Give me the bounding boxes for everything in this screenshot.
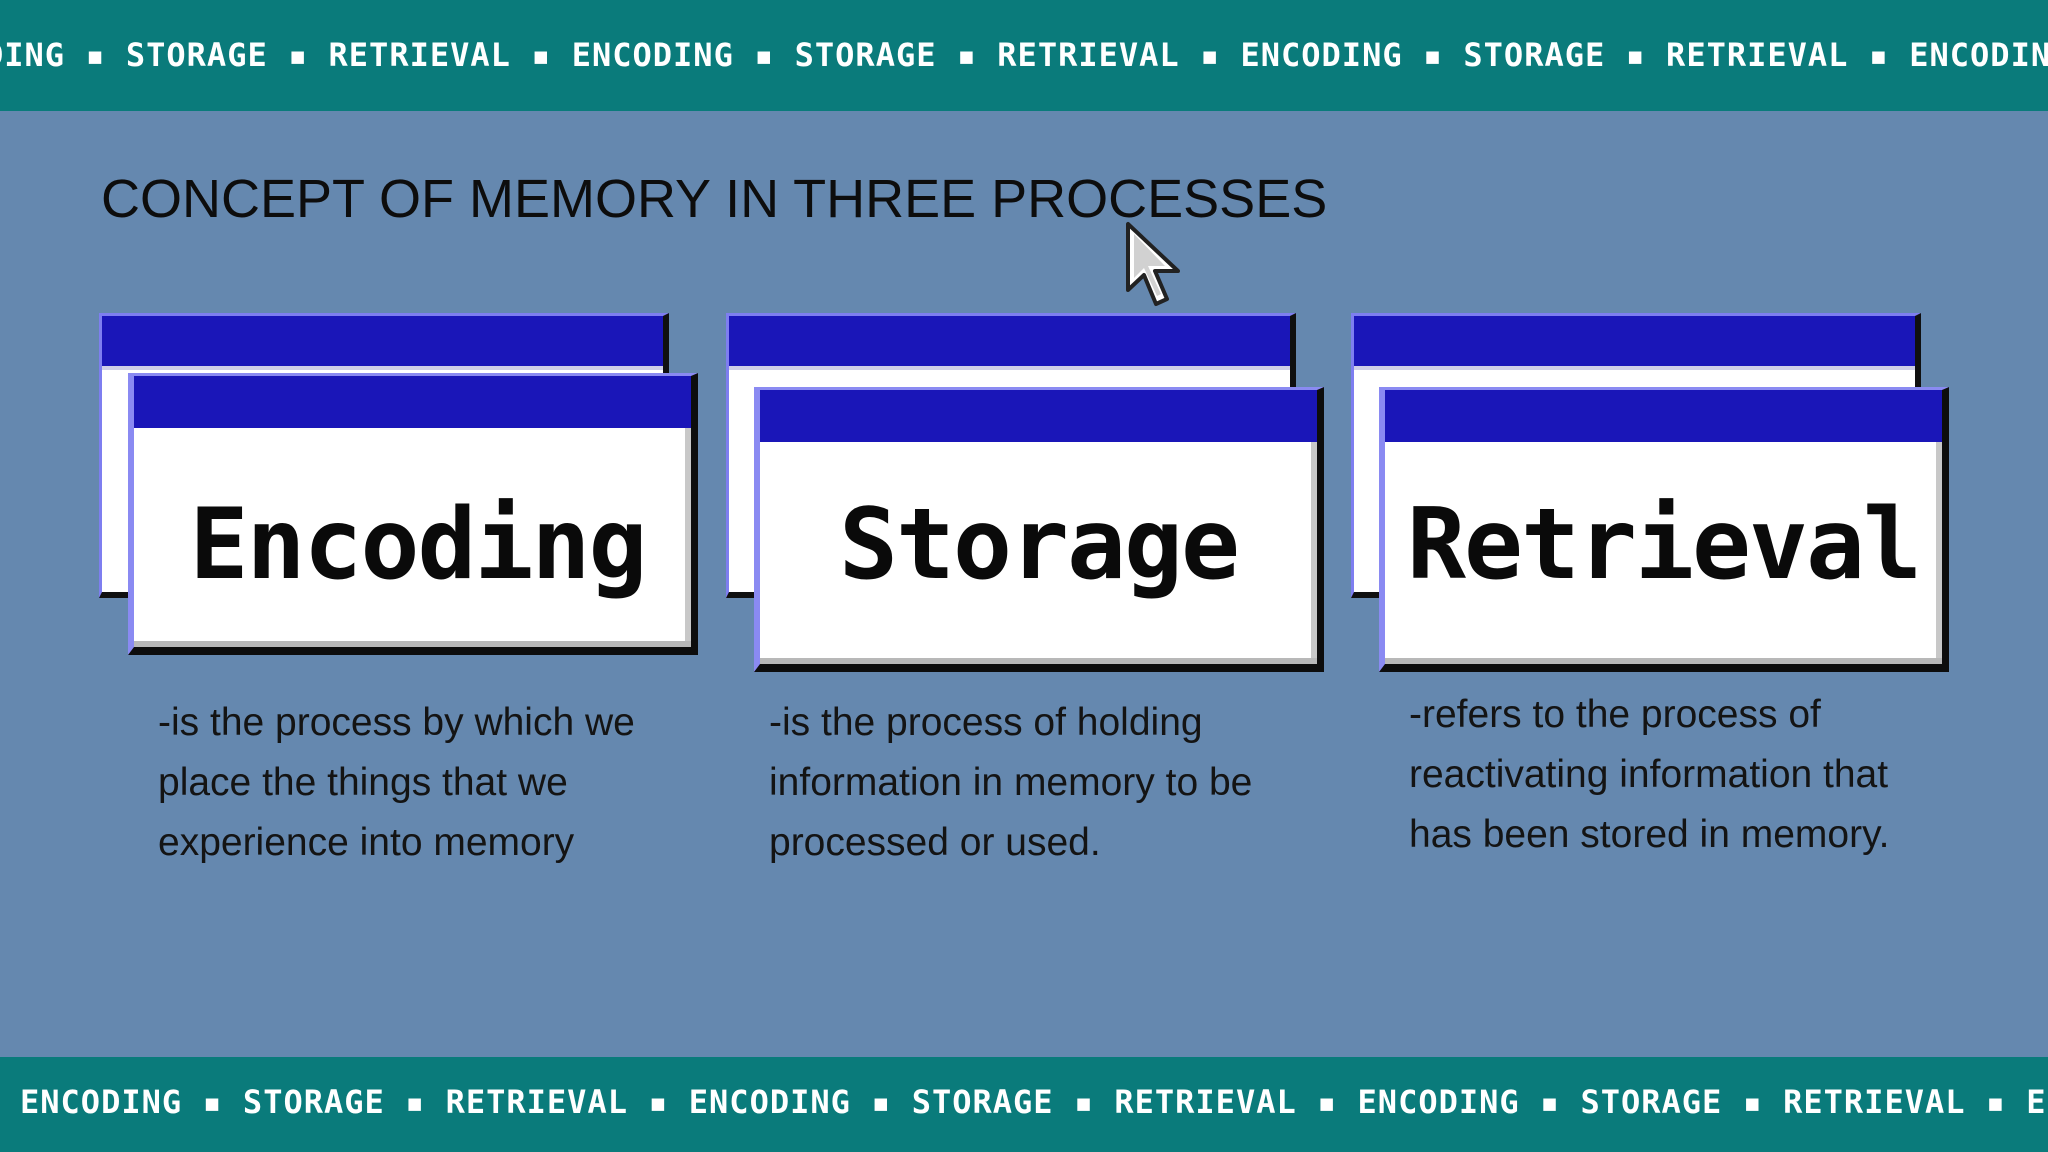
encoding-window[interactable]: Encoding — [128, 373, 698, 655]
retrieval-description: -refers to the process of reactivating i… — [1409, 693, 1890, 856]
storage-back-window-titlebar — [729, 316, 1290, 370]
retrieval-back-window-titlebar — [1354, 316, 1915, 370]
top-ticker-band: DING ▪ STORAGE ▪ RETRIEVAL ▪ ENCODING ▪ … — [0, 0, 2048, 111]
retrieval-window-titlebar[interactable] — [1385, 390, 1942, 442]
encoding-window-titlebar[interactable] — [134, 376, 691, 428]
encoding-back-window-titlebar — [102, 316, 663, 370]
retrieval-window[interactable]: Retrieval — [1379, 387, 1949, 672]
mouse-pointer-icon — [1126, 222, 1180, 306]
storage-window-titlebar[interactable] — [760, 390, 1317, 442]
storage-window-label: Storage — [838, 488, 1240, 602]
top-ticker-text: DING ▪ STORAGE ▪ RETRIEVAL ▪ ENCODING ▪ … — [0, 36, 2048, 74]
bottom-ticker-text: ENCODING ▪ STORAGE ▪ RETRIEVAL ▪ ENCODIN… — [20, 1083, 2048, 1121]
storage-description: -is the process of holding information i… — [769, 701, 1253, 864]
storage-window[interactable]: Storage — [754, 387, 1324, 672]
retrieval-window-label: Retrieval — [1406, 488, 1922, 602]
slide-title: CONCEPT OF MEMORY IN THREE PROCESSES — [101, 169, 1328, 229]
encoding-description: -is the process by which we place the th… — [158, 701, 635, 864]
encoding-window-label: Encoding — [189, 488, 647, 602]
bottom-ticker-band: ENCODING ▪ STORAGE ▪ RETRIEVAL ▪ ENCODIN… — [0, 1057, 2048, 1152]
